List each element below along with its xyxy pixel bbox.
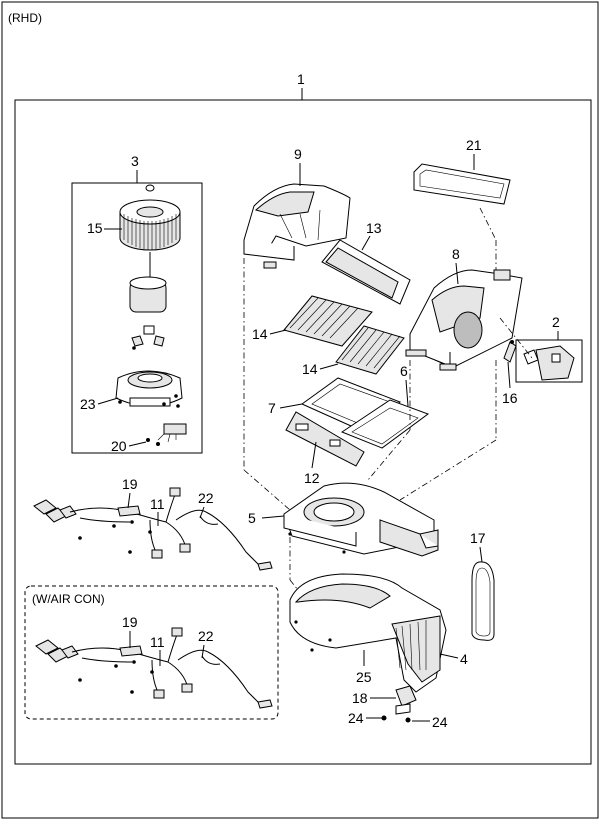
seal-17 bbox=[471, 561, 495, 641]
callout-20: 20 bbox=[111, 438, 127, 454]
blower-motor bbox=[129, 252, 167, 347]
lever-16 bbox=[503, 340, 517, 363]
callout-19-b: 19 bbox=[122, 614, 138, 630]
callout-17: 17 bbox=[470, 530, 486, 546]
callout-19-a: 19 bbox=[122, 476, 138, 492]
callout-4: 4 bbox=[460, 651, 468, 667]
resistor-18 bbox=[395, 685, 417, 715]
callout-18: 18 bbox=[352, 690, 368, 706]
intake-housing-8 bbox=[405, 269, 523, 371]
callout-22-b: 22 bbox=[198, 628, 214, 644]
callout-2: 2 bbox=[552, 314, 560, 330]
callout-5: 5 bbox=[248, 510, 256, 526]
air-filter-a bbox=[283, 295, 373, 347]
air-con-box bbox=[24, 585, 279, 720]
wiring-harness-lower bbox=[35, 627, 273, 709]
callout-6: 6 bbox=[400, 363, 408, 379]
callout-14-a: 14 bbox=[252, 326, 268, 342]
actuator-12 bbox=[285, 411, 365, 467]
filter-cover-13 bbox=[321, 239, 411, 305]
callout-24-b: 24 bbox=[432, 714, 448, 730]
gasket-21 bbox=[413, 163, 511, 205]
callout-15: 15 bbox=[87, 220, 103, 236]
callout-21: 21 bbox=[466, 137, 482, 153]
screw-24-b bbox=[405, 717, 411, 723]
blower-motor-box bbox=[71, 182, 203, 454]
assembly-frame bbox=[14, 99, 592, 765]
callout-23: 23 bbox=[80, 396, 96, 412]
callout-11-a: 11 bbox=[150, 496, 165, 512]
air-filter-b bbox=[335, 325, 405, 375]
callout-8: 8 bbox=[452, 246, 460, 262]
blower-fan bbox=[119, 184, 181, 251]
variant-label: (RHD) bbox=[8, 11, 42, 25]
filter-holder-6 bbox=[340, 399, 430, 449]
callout-16: 16 bbox=[502, 390, 518, 406]
blower-case-4 bbox=[289, 573, 447, 693]
lower-case-5 bbox=[283, 482, 439, 557]
callout-13: 13 bbox=[366, 220, 382, 236]
alignment-lines bbox=[243, 207, 533, 601]
wiring-harness-upper bbox=[33, 487, 273, 571]
callout-11-b: 11 bbox=[150, 634, 165, 650]
resistor-20 bbox=[146, 423, 187, 446]
callout-7: 7 bbox=[268, 400, 276, 416]
screw-24-a bbox=[381, 715, 387, 721]
actuator-box-2 bbox=[515, 339, 583, 383]
callout-1: 1 bbox=[297, 71, 305, 87]
callout-12: 12 bbox=[304, 470, 320, 486]
callout-22-a: 22 bbox=[198, 490, 214, 506]
air-con-label: (W/AIR CON) bbox=[32, 592, 105, 606]
callout-25: 25 bbox=[356, 669, 372, 685]
callout-24-a: 24 bbox=[348, 710, 364, 726]
intake-duct-9 bbox=[243, 183, 351, 269]
actuator-motor-2 bbox=[523, 345, 575, 381]
callout-3: 3 bbox=[131, 153, 139, 169]
callout-14-b: 14 bbox=[302, 361, 318, 377]
callout-9: 9 bbox=[294, 146, 302, 162]
motor-housing bbox=[115, 346, 183, 408]
